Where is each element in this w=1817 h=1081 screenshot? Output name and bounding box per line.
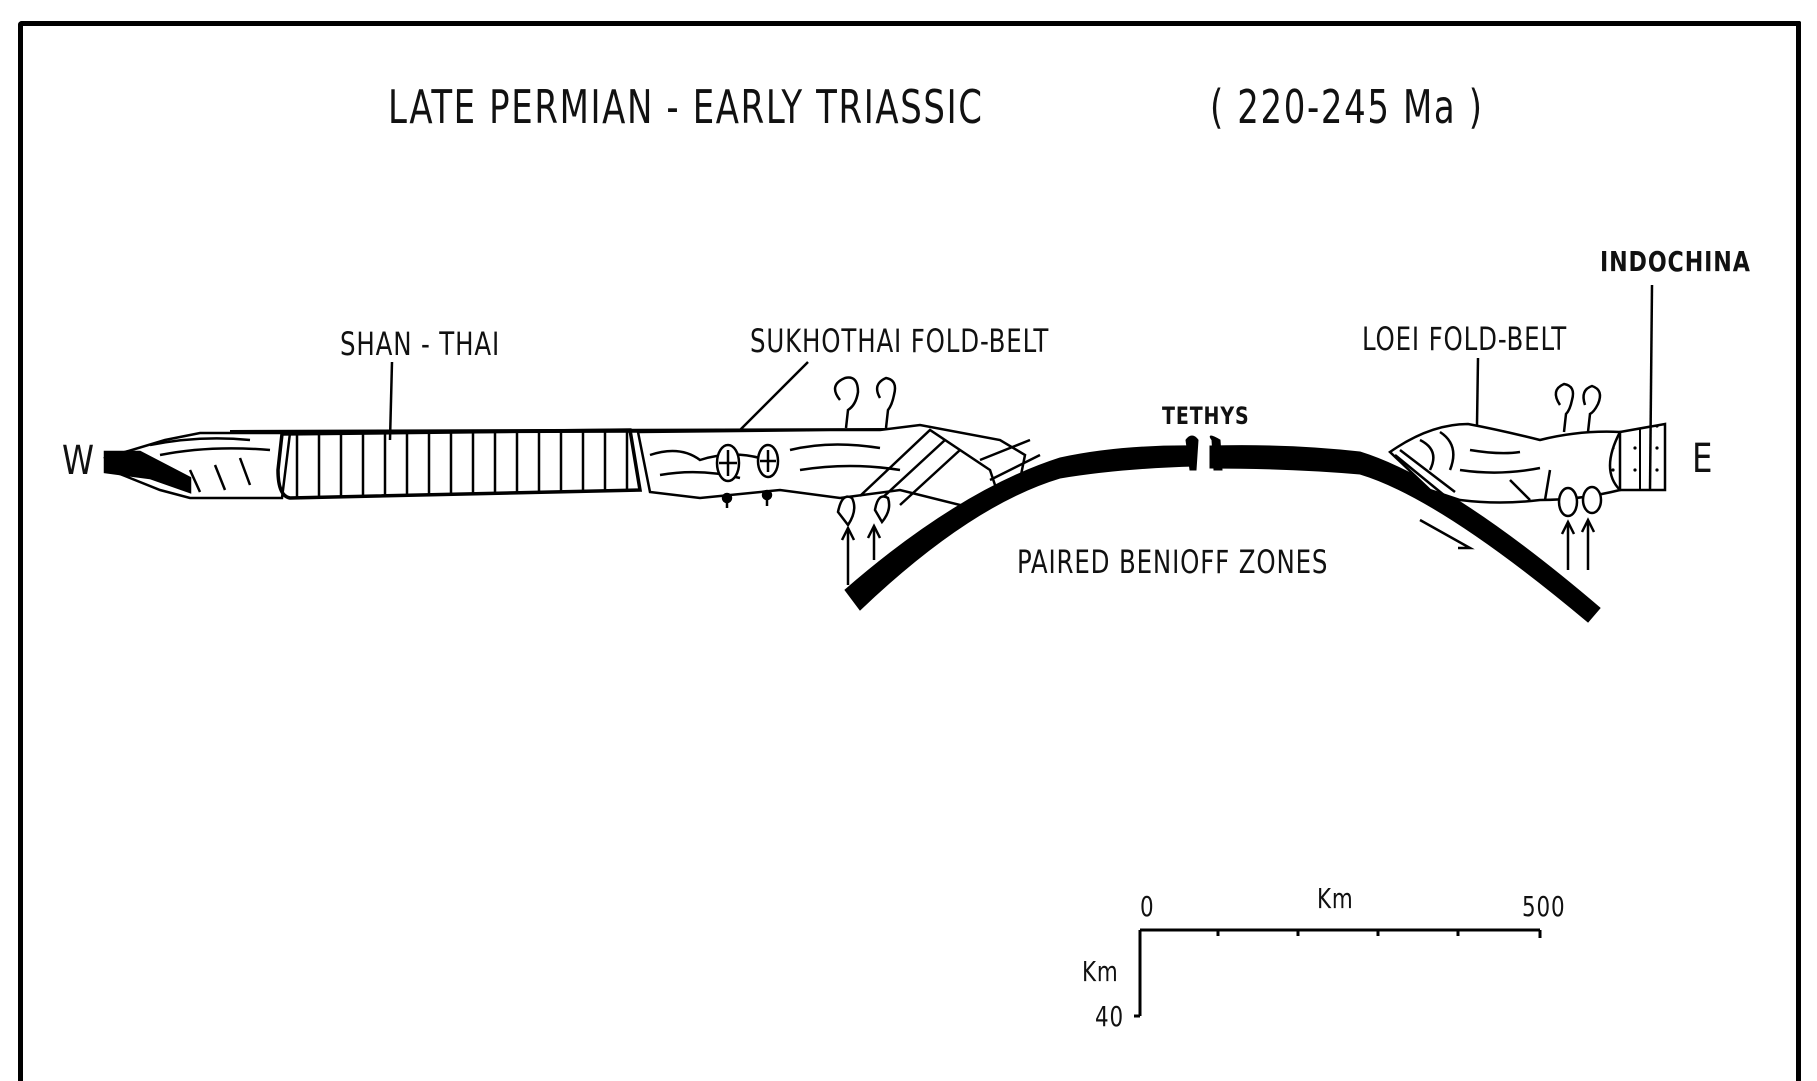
- scale-vertical-unit-label: Km: [1082, 955, 1119, 988]
- indochina-block: [1608, 422, 1667, 492]
- figure-title: LATE PERMIAN - EARLY TRIASSIC: [388, 80, 984, 134]
- age-range: ( 220-245 Ma ): [1210, 80, 1484, 134]
- shear-arrows: [959, 498, 1475, 550]
- tethys-label: TETHYS: [1162, 402, 1250, 430]
- west-label: W: [62, 438, 95, 484]
- scale-end-label: 500: [1522, 890, 1566, 923]
- scale-vertical-end-label: 40: [1095, 1000, 1124, 1033]
- shan-thai-label: SHAN - THAI: [340, 325, 500, 363]
- sukhothai-fold-belt: [636, 423, 1041, 512]
- magma-arrows-east: [1560, 517, 1596, 570]
- volcano-symbols: [833, 376, 897, 528]
- scale-start-label: 0: [1140, 890, 1155, 923]
- benioff-zone-slabs: [844, 435, 1601, 623]
- loei-fold-belt: [1388, 422, 1622, 504]
- paired-benioff-zones-label: PAIRED BENIOFF ZONES: [1017, 543, 1329, 581]
- pluton-symbols: [715, 443, 780, 508]
- magma-arrows-west: [840, 523, 882, 585]
- loei-volcano-symbols: [1554, 382, 1603, 518]
- east-label: E: [1692, 436, 1714, 482]
- scale-unit-label: Km: [1317, 882, 1354, 915]
- figure-frame: [18, 21, 1801, 1081]
- indochina-label: INDOCHINA: [1600, 245, 1751, 278]
- west-wedge: [103, 431, 292, 500]
- scale-bar: [1134, 928, 1542, 1018]
- sukhothai-fold-belt-label: SUKHOTHAI FOLD-BELT: [750, 322, 1050, 360]
- loei-fold-belt-label: LOEI FOLD-BELT: [1362, 320, 1567, 358]
